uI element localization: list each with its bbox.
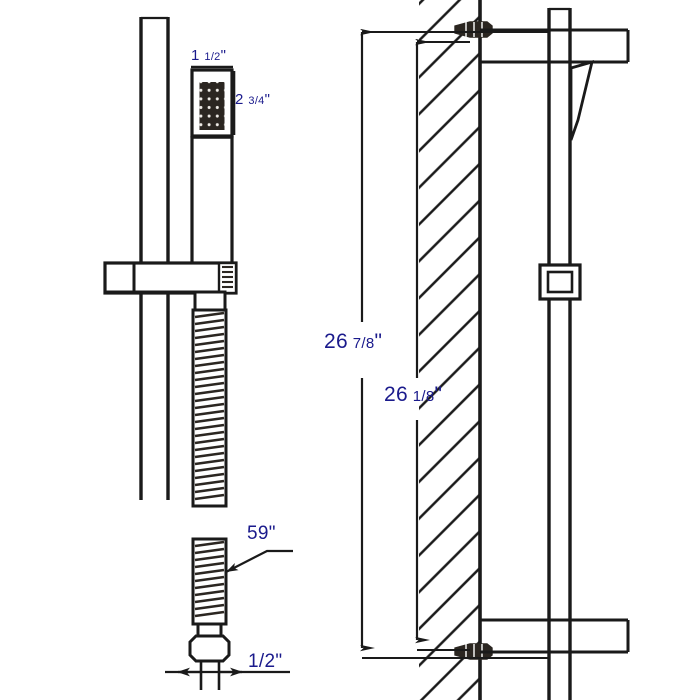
sliding-holder-bracket — [103, 261, 238, 295]
dim-label-head-width: 1 1/2" — [191, 47, 227, 64]
wedge-bracket — [569, 59, 594, 141]
hex-nut-fitting — [188, 634, 231, 663]
leader-hose-length — [225, 549, 293, 573]
bracket-knurl — [222, 265, 233, 289]
hose-collar-upper — [193, 290, 227, 312]
shower-head-nozzle-grid — [199, 82, 225, 130]
dim-label-head-height: 2 3/4" — [235, 91, 271, 108]
hose-detail-coil — [194, 540, 225, 618]
dim-bar-overall-line — [362, 32, 548, 659]
dim-bar-mount-line — [417, 42, 470, 651]
hose-coil-pattern — [194, 311, 225, 501]
slide-bar-side — [547, 7, 572, 700]
dim-label-bar-mount: 26 1/8" — [384, 383, 443, 406]
front-elevation-view — [103, 16, 238, 508]
dim-label-hose-length: 59" — [247, 523, 276, 544]
sliding-holder-side — [538, 263, 582, 301]
handheld-shower-head — [190, 68, 234, 290]
dim-label-bar-overall: 26 7/8" — [324, 330, 383, 353]
wall-section-view — [362, 0, 630, 700]
flexible-hose — [191, 308, 228, 508]
hose-end-detail-view — [165, 537, 293, 690]
dim-label-hose-thread: 1/2" — [248, 651, 283, 672]
mounting-flange-lower — [480, 618, 630, 654]
mounting-flange-upper — [480, 28, 630, 64]
slide-bar — [139, 16, 170, 500]
hatched-wall — [418, 0, 480, 700]
